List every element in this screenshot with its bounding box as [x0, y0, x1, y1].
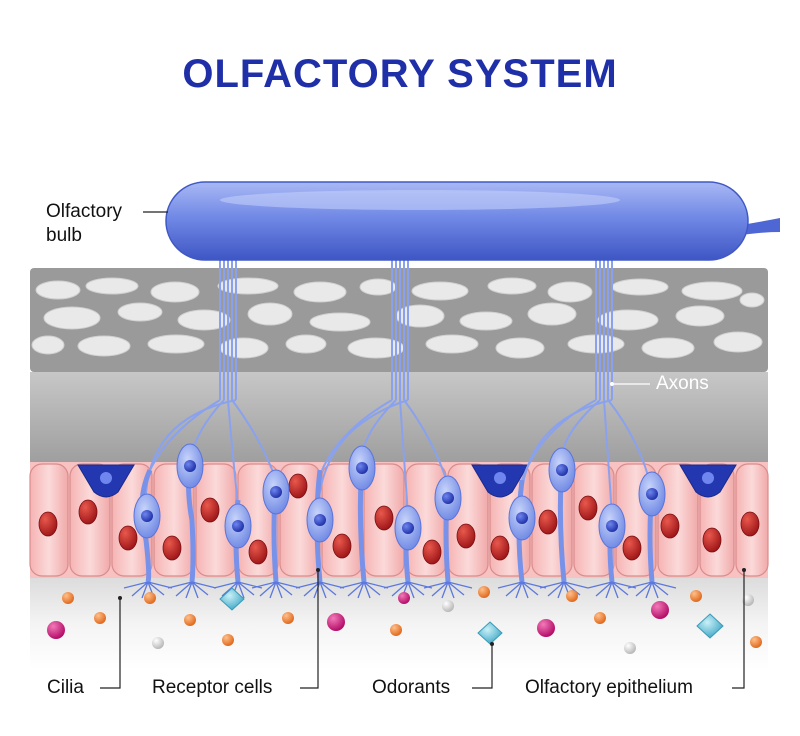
receptor-cell	[598, 503, 626, 583]
label-odorants: Odorants	[372, 677, 451, 698]
axon-bundles	[144, 255, 653, 521]
odorant	[696, 613, 724, 639]
receptor-cell	[394, 504, 422, 583]
label-olfactory-bulb-line2: bulb	[46, 225, 82, 246]
label-olfactory-epithelium: Olfactory epithelium	[525, 677, 693, 698]
axon-bundle-middle	[316, 255, 449, 521]
label-cilia: Cilia	[47, 677, 84, 698]
cilia	[123, 581, 677, 599]
odorant	[566, 590, 578, 602]
odorants	[47, 586, 762, 654]
mucus-layer	[30, 578, 768, 670]
odorant	[282, 612, 294, 624]
odorant	[222, 634, 234, 646]
olfactory-bulb	[165, 181, 780, 261]
receptor-cell	[434, 475, 462, 583]
odorant	[442, 600, 454, 612]
odorant	[742, 594, 754, 606]
diagram-title: OLFACTORY SYSTEM	[182, 52, 618, 96]
receptor-cell	[508, 479, 536, 583]
receptor-cells	[133, 443, 666, 583]
label-olfactory-bulb-line1: Olfactory	[46, 201, 123, 222]
odorant	[184, 614, 196, 626]
supporting-cell-nuclei	[38, 473, 760, 565]
odorant	[750, 636, 762, 648]
odorant	[327, 613, 345, 631]
odorant	[594, 612, 606, 624]
receptor-cell	[262, 469, 290, 583]
odorant	[152, 637, 164, 649]
leader-lines	[100, 211, 746, 689]
receptor-cell	[133, 468, 161, 583]
odorant	[144, 592, 156, 604]
odorant	[398, 592, 410, 604]
odorant	[624, 642, 636, 654]
label-axons: Axons	[656, 373, 709, 394]
receptor-cell	[638, 471, 666, 583]
receptor-cell	[548, 447, 576, 583]
odorant	[219, 587, 245, 611]
basal-cells	[77, 464, 737, 498]
odorant	[62, 592, 74, 604]
receptor-cell	[348, 445, 376, 583]
receptor-cell	[176, 443, 204, 583]
odorant	[94, 612, 106, 624]
odorant	[478, 586, 490, 598]
odorant	[47, 621, 65, 639]
odorant	[651, 601, 669, 619]
odorant	[537, 619, 555, 637]
odorant	[390, 624, 402, 636]
odorant	[690, 590, 702, 602]
receptor-cell	[224, 499, 252, 583]
axon-bundle-right	[519, 255, 653, 516]
label-receptor-cells: Receptor cells	[152, 677, 273, 698]
